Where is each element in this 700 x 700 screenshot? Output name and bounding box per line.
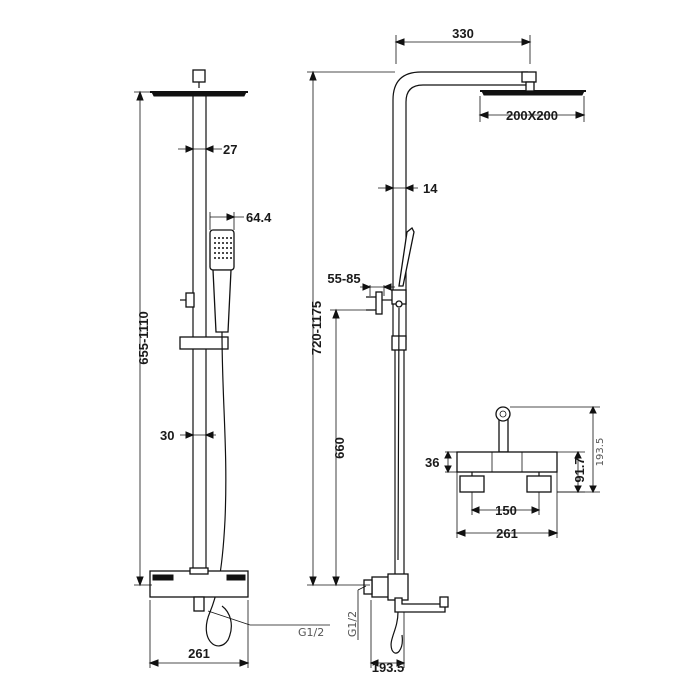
mixer-centers-dimension [470, 492, 541, 515]
front-pipe-dimension [178, 145, 222, 153]
side-pipe-dimension [378, 184, 418, 192]
front-mixer-body [149, 567, 249, 612]
front-bar-label: 30 [160, 428, 174, 443]
front-bar-dimension [180, 431, 216, 439]
side-holder-dimension [360, 283, 395, 296]
front-slider-holder [179, 292, 229, 350]
side-height-label: 720-1175 [309, 301, 324, 355]
side-holder-height-label: 660 [332, 437, 347, 459]
side-holder [366, 289, 407, 315]
mixer-width-dimension [455, 472, 559, 538]
front-pipe-label: 27 [223, 142, 237, 157]
side-rain-head [480, 81, 586, 96]
front-width-label: 261 [188, 646, 210, 661]
side-inlet-label: G1/2 [346, 611, 359, 637]
side-holder-label: 55-85 [327, 271, 360, 286]
mixer-centers-label: 150 [495, 503, 517, 518]
side-depth-label: 193.5 [372, 660, 405, 675]
side-holder-height-dimension [330, 308, 368, 587]
front-view: 655-1110 27 64.4 30 [134, 69, 330, 668]
mixer-total-height-label: 193.5 [595, 438, 606, 467]
side-depth-dimension [369, 600, 406, 668]
front-height-label: 655-1110 [136, 311, 151, 365]
mixer-width-label: 261 [496, 526, 518, 541]
side-mixer [363, 573, 449, 613]
side-head-dimension [478, 96, 586, 122]
front-rain-head [150, 69, 248, 97]
side-hand-shower [398, 226, 415, 287]
side-arm-connector [521, 71, 537, 83]
mixer-body-height-dimension [444, 450, 457, 474]
front-inlet-leader [207, 610, 251, 626]
side-pipe-label: 14 [423, 181, 438, 196]
mixer-total-height-dimension [510, 405, 600, 494]
side-shower-arm [392, 71, 528, 340]
front-height-dimension [134, 90, 152, 587]
mixer-detail-body [456, 406, 558, 493]
front-hand-shower [209, 229, 235, 333]
mixer-spout-height-label: 91.7 [572, 457, 587, 482]
front-handshower-dimension [209, 212, 244, 230]
mixer-detail: 36 91.7 193.5 150 [425, 405, 606, 541]
front-width-dimension [148, 600, 250, 668]
side-height-dimension [307, 70, 395, 587]
mixer-body-height-label: 36 [425, 455, 439, 470]
side-view: 720-1175 330 200X200 14 [307, 26, 586, 675]
front-hose [205, 331, 232, 647]
side-head-label: 200X200 [506, 108, 558, 123]
side-arm-dimension [394, 35, 532, 64]
front-handshower-label: 64.4 [246, 210, 272, 225]
side-hose [390, 307, 403, 654]
front-inlet-label: G1/2 [298, 626, 324, 639]
front-riser-pipe [192, 96, 207, 570]
side-arm-label: 330 [452, 26, 474, 41]
